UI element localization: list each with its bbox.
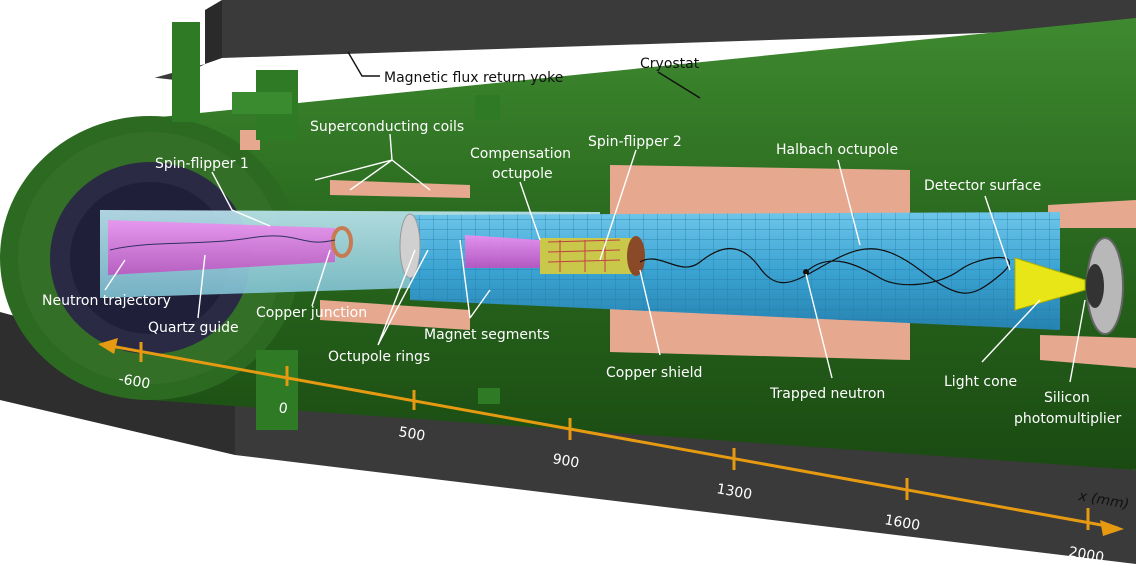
label-spin-flipper-1: Spin-flipper 1	[155, 156, 249, 172]
leader-quartz	[197, 254, 206, 319]
label-yoke: Magnetic flux return yoke	[384, 70, 563, 86]
leader-silicon-pm	[1069, 299, 1086, 383]
label-halbach: Halbach octupole	[776, 142, 898, 158]
label-neutron-trajectory: Neutron trajectory	[42, 293, 171, 309]
leader-trapped-neutron	[805, 273, 833, 379]
tick-label: 2000	[1067, 544, 1105, 564]
x-axis	[98, 338, 1124, 536]
leader-neutron-trajectory	[104, 259, 126, 291]
leader-spin-flipper-2	[599, 149, 637, 261]
label-quartz-guide: Quartz guide	[148, 320, 239, 336]
tick-label: 500	[397, 424, 426, 444]
leader-yoke	[347, 51, 380, 77]
leader-coils	[314, 133, 431, 191]
leader-compensation	[519, 181, 541, 241]
octupole-ring	[399, 213, 421, 279]
label-compensation-2: octupole	[492, 166, 553, 182]
leader-copper-junction	[311, 249, 331, 307]
tick-label: 1300	[715, 481, 753, 503]
leader-cryostat	[657, 71, 701, 99]
label-copper-junction: Copper junction	[256, 305, 367, 321]
leader-magnet-segments	[459, 239, 491, 319]
leader-detector	[984, 195, 1011, 271]
label-silicon-pm-1: Silicon	[1044, 390, 1090, 406]
leader-octupole-rings	[377, 249, 429, 346]
trapped-neutron-dot	[803, 269, 809, 275]
spin-flipper-2	[540, 236, 645, 276]
neutron-path	[639, 248, 1010, 294]
label-superconducting-coils: Superconducting coils	[310, 119, 464, 135]
neutron-guide	[108, 220, 540, 275]
label-detector-surface: Detector surface	[924, 178, 1041, 194]
label-spin-flipper-2: Spin-flipper 2	[588, 134, 682, 150]
tick-label: 900	[551, 451, 580, 471]
light-cone	[1014, 257, 1086, 311]
label-light-cone: Light cone	[944, 374, 1017, 390]
yoke-top	[205, 0, 1136, 64]
leader-halbach	[837, 159, 861, 246]
label-silicon-pm-2: photomultiplier	[1014, 411, 1121, 427]
tick-label: -600	[117, 371, 151, 392]
leader-light-cone	[981, 299, 1041, 363]
label-magnet-segments: Magnet segments	[424, 327, 550, 343]
copper-junction	[331, 226, 353, 258]
leader-copper-shield	[639, 269, 661, 356]
label-octupole-rings: Octupole rings	[328, 349, 430, 365]
tick-label: 1600	[883, 512, 921, 534]
label-trapped-neutron: Trapped neutron	[769, 386, 885, 402]
flanges	[172, 22, 500, 430]
leader-spin-flipper-1	[211, 171, 271, 227]
label-copper-shield: Copper shield	[606, 365, 702, 381]
label-cryostat: Cryostat	[640, 56, 700, 72]
tick-label: 0	[277, 400, 289, 417]
label-compensation-1: Compensation	[470, 146, 571, 162]
